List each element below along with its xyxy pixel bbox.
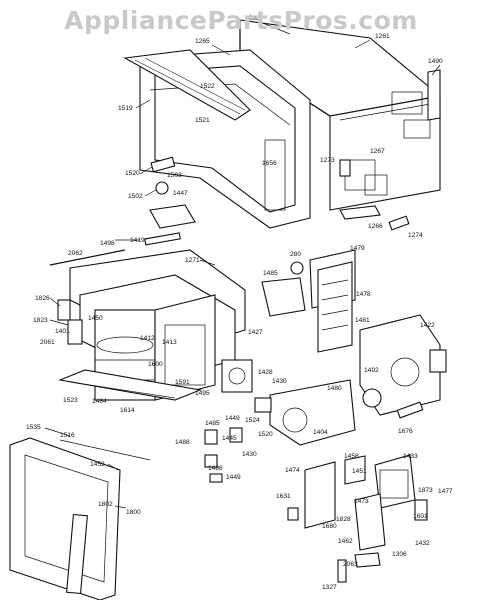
part-label: 1600 — [148, 361, 163, 368]
part-label: 1462 — [338, 538, 353, 545]
part-label: 1271 — [185, 257, 200, 264]
part-label: 1261 — [375, 33, 390, 40]
part-label: 1449 — [226, 474, 241, 481]
part-label: 1522 — [200, 83, 215, 90]
part-label: 1490 — [428, 58, 443, 65]
part-label: 1523 — [63, 397, 78, 404]
part-label: 2063 — [343, 561, 358, 568]
part-label: 1481 — [355, 317, 370, 324]
part-label: 1413 — [162, 339, 177, 346]
part-label: 1458 — [344, 453, 359, 460]
part-label: 1306 — [392, 551, 407, 558]
part-label: 1477 — [438, 488, 453, 495]
part-label: 1631 — [276, 493, 291, 500]
part-label: 1495 — [195, 390, 210, 397]
fan-blower-drawing — [254, 314, 447, 446]
part-label: 1422 — [420, 322, 435, 329]
part-label: 1492 — [364, 367, 379, 374]
leader-lines — [44, 21, 441, 509]
part-label: 1474 — [285, 467, 300, 474]
part-label: 1485 — [263, 270, 278, 277]
part-label: 280 — [290, 251, 301, 258]
part-label: 1519 — [118, 105, 133, 112]
control-parts — [221, 249, 356, 393]
part-label: 1676 — [398, 428, 413, 435]
part-label: 1404 — [313, 429, 328, 436]
part-label: 1327 — [322, 584, 337, 591]
part-label: 1873 — [418, 487, 433, 494]
part-label: 1802 — [98, 501, 113, 508]
part-label: 1486 — [208, 465, 223, 472]
part-label: 1433 — [403, 453, 418, 460]
part-label: 1430 — [272, 378, 287, 385]
part-label: 1265 — [195, 38, 210, 45]
part-label: 1484 — [92, 398, 107, 405]
part-label: 1428 — [258, 369, 273, 376]
part-label: 1447 — [173, 190, 188, 197]
front-frame-drawing — [139, 49, 311, 229]
small-parts-upper — [144, 69, 441, 246]
part-label: 1479 — [350, 245, 365, 252]
part-label: 1480 — [327, 385, 342, 392]
part-label: 1614 — [120, 407, 135, 414]
part-label: 1288 — [245, 15, 260, 22]
part-label: 1520 — [125, 170, 140, 177]
left-side-parts — [49, 249, 126, 345]
part-label: 1800 — [126, 509, 141, 516]
part-number-labels: 1288 1265 1261 1490 1522 1519 1521 1656 … — [26, 15, 453, 591]
part-label: 1450 — [88, 315, 103, 322]
part-label: 1412 — [140, 335, 155, 342]
part-label: 1828 — [336, 516, 351, 523]
part-label: 1498 — [100, 240, 115, 247]
part-label: 1267 — [370, 148, 385, 155]
part-label: 1430 — [242, 451, 257, 458]
part-label: 1520 — [258, 431, 273, 438]
part-label: 1601 — [413, 513, 428, 520]
part-label: 1488 — [175, 439, 190, 446]
part-label: 1473 — [354, 498, 369, 505]
part-label: 2062 — [68, 250, 83, 257]
part-label: 1401 — [55, 328, 70, 335]
part-label: 1445 — [222, 435, 237, 442]
part-label: 1274 — [408, 232, 423, 239]
part-label: 1478 — [356, 291, 371, 298]
part-label: 1521 — [195, 117, 210, 124]
part-label: 1449 — [225, 415, 240, 422]
door-drawing — [9, 437, 151, 601]
part-label: 2061 — [40, 339, 55, 346]
top-strip-drawing — [123, 49, 251, 121]
part-label: 1680 — [322, 523, 337, 530]
part-label: 1823 — [33, 317, 48, 324]
part-label: 1591 — [175, 379, 190, 386]
part-label: 1485 — [205, 420, 220, 427]
part-label: 1273 — [320, 157, 335, 164]
part-label: 1266 — [368, 223, 383, 230]
part-label: 1503 — [167, 172, 182, 179]
oven-cavity-drawing — [57, 249, 246, 401]
part-label: 1826 — [35, 295, 50, 302]
part-label: 1419 — [130, 237, 145, 244]
part-label: 1524 — [245, 417, 260, 424]
part-label: 1656 — [262, 160, 277, 167]
part-label: 1432 — [415, 540, 430, 547]
part-label: 1535 — [26, 424, 41, 431]
part-label: 1451 — [352, 468, 367, 475]
part-label: 1502 — [128, 193, 143, 200]
part-label: 1427 — [248, 329, 263, 336]
part-label: 1452 — [90, 461, 105, 468]
lower-parts — [204, 401, 428, 583]
